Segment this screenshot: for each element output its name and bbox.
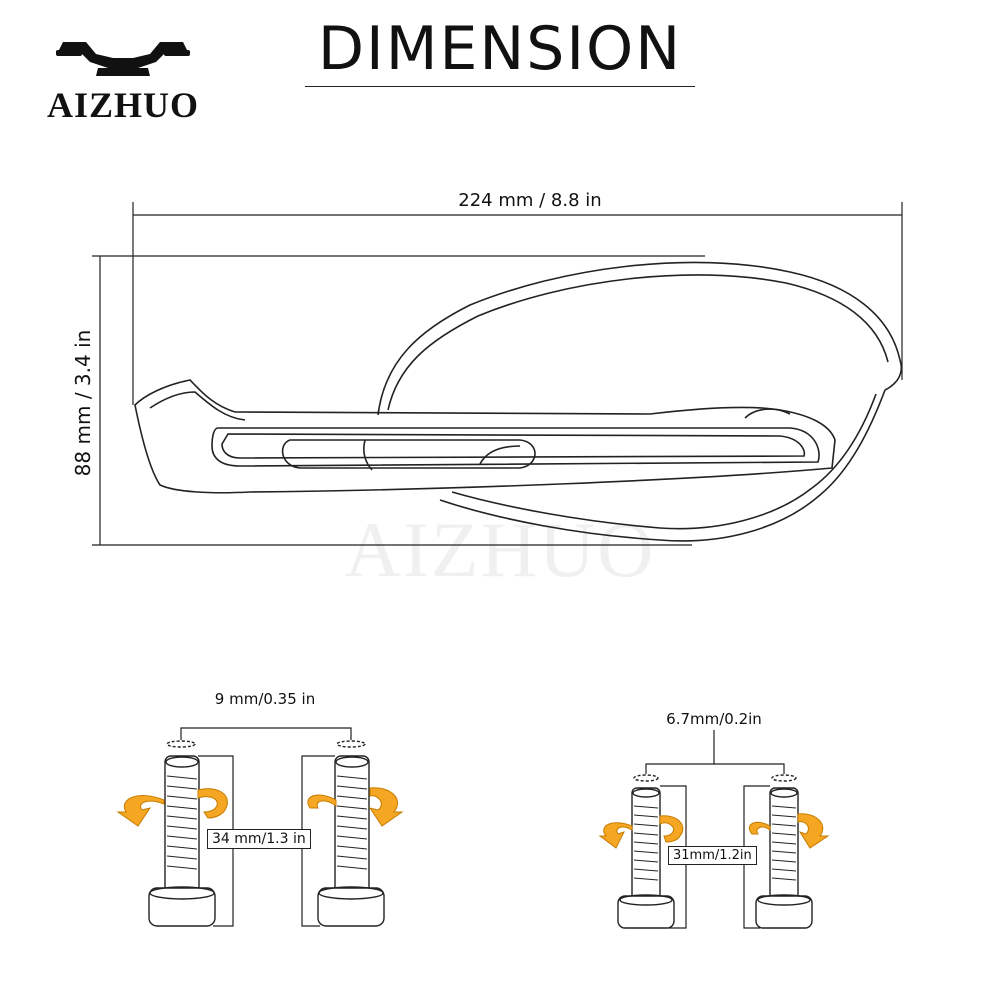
brand-name: AIZHUO: [46, 85, 200, 125]
rotation-arrow-icon-left: [116, 788, 228, 827]
page-title: DIMENSION: [317, 14, 683, 84]
dimension-lines: [92, 202, 903, 546]
small-bolt-length-label: 31mm/1.2in: [668, 846, 757, 865]
width-dimension-label: 224 mm / 8.8 in: [458, 190, 602, 211]
small-bolt-left: [617, 774, 675, 929]
brand-logo: AIZHUO: [38, 32, 208, 132]
rotation-arrow-icon-small-left: [598, 815, 684, 849]
rotation-arrow-icon-right: [307, 787, 404, 827]
large-bolt-right: [317, 740, 385, 927]
title-underline: [305, 86, 695, 87]
small-bolt-head-label: 6.7mm/0.2in: [666, 710, 762, 728]
large-bolt-length-label: 34 mm/1.3 in: [207, 829, 311, 849]
handguard-outline: [134, 261, 903, 542]
rotation-arrow-icon-small-right: [748, 813, 830, 849]
handlebar-logo-icon: [56, 42, 190, 76]
large-bolt-left: [148, 740, 216, 927]
small-bolt-right: [755, 774, 813, 929]
watermark: AIZHUO: [344, 506, 656, 593]
large-bolt-head-label: 9 mm/0.35 in: [214, 690, 316, 708]
